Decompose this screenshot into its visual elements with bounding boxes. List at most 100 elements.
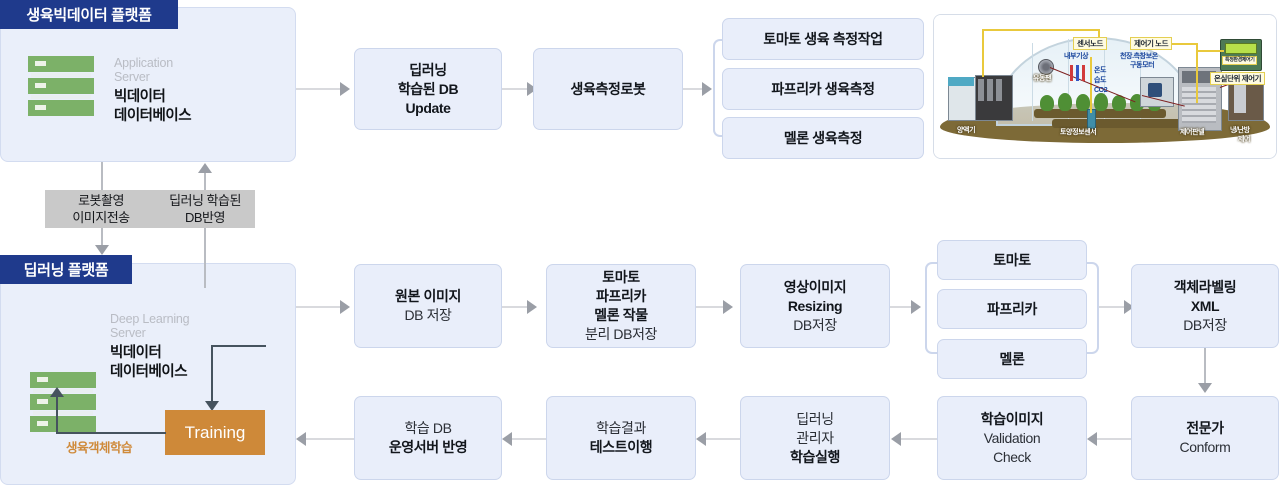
sensor-node-wire-left-down: [982, 29, 984, 77]
resizing-line2: Resizing: [787, 297, 843, 314]
ops-server-apply-box[interactable]: 학습 DB 운영서버 반영: [354, 396, 502, 480]
greenhouse-illustration: 센서노드 제어기 노드 온실단위 제어기 특정환경제어기 내부기상 천장.측창보…: [934, 15, 1276, 158]
melon-crop-label: 멜론: [999, 350, 1025, 367]
server-rack-icon: [28, 56, 94, 116]
object-labeling-xml-box[interactable]: 객체라벨링 XML DB저장: [1131, 264, 1279, 348]
original-image-db-box[interactable]: 원본 이미지 DB 저장: [354, 264, 502, 348]
controller-node-label: 제어기 노드: [1130, 37, 1173, 50]
training-loop-up-line: [56, 396, 58, 433]
nutrient-tank-1: [978, 79, 984, 101]
growth-bigdata-platform-header: 생육빅데이터 플랫폼: [0, 0, 178, 29]
labeling-line2: XML: [1190, 297, 1220, 314]
expert-conform-box[interactable]: 전문가 Conform: [1131, 396, 1279, 480]
hvac-label-line1: 냉/난방: [1230, 127, 1250, 134]
expert-conform-line1: 전문가: [1186, 420, 1224, 436]
controller-node-wire-down: [1196, 43, 1198, 103]
growth-measure-robot-box[interactable]: 생육측정로봇: [533, 48, 683, 130]
training-loop-top-segment: [213, 345, 266, 347]
dl-db-update-line1: 딥러닝: [409, 61, 447, 78]
validation-line3: Check: [993, 448, 1031, 465]
training-loop-down-line: [211, 345, 213, 403]
ops-server-line2: 운영서버 반영: [388, 439, 468, 455]
paprika-crop-label: 파프리카: [987, 300, 1037, 317]
specific-env-controller-label: 특정환경제어기: [1222, 56, 1258, 65]
image-resizing-db-box[interactable]: 영상이미지 Resizing DB저장: [740, 264, 890, 348]
nutrient-machine-top: [948, 77, 974, 86]
humidity-label: 습도: [1094, 77, 1107, 84]
robot-capture-label-line2: 이미지전송: [72, 210, 130, 225]
expert-conform-line2: Conform: [1179, 439, 1231, 455]
training-box[interactable]: Training: [165, 410, 265, 455]
bottom-row-exit-arrow: [296, 432, 306, 446]
nutrient-tank-2: [987, 79, 993, 101]
nutrient-tank-3: [996, 79, 1002, 101]
bottom-row-line-3: [898, 438, 937, 440]
dl-db-update-line2: 학습된 DB: [397, 80, 459, 97]
resizing-line1: 영상이미지: [783, 278, 847, 295]
app-server-title-line1: 빅데이터: [114, 89, 166, 105]
original-image-line2: DB 저장: [404, 307, 452, 323]
top-row-line-1: [502, 88, 530, 90]
deeplearning-db-update-box[interactable]: 딥러닝 학습된 DB Update: [354, 48, 502, 130]
mid-row-arrow-1: [527, 300, 537, 314]
circulation-fan: [1038, 59, 1054, 75]
crop-merge-line: [1099, 306, 1127, 308]
sensor-bar-blue: [1076, 65, 1079, 81]
robot-image-flow-line-lower: [101, 228, 103, 247]
db-reflect-flow-arrow: [198, 163, 212, 173]
crop-branch-right-bracket: [1087, 262, 1099, 354]
bottom-row-exit-line: [303, 438, 354, 440]
mid-row-arrow-3: [911, 300, 921, 314]
dl-server-title-line1: 빅데이터: [110, 345, 162, 361]
paprika-measure-box[interactable]: 파프리카 생육측정: [722, 68, 924, 110]
test-execution-box[interactable]: 학습결과 테스트이행: [546, 396, 696, 480]
greenhouse-unit-controller-screen: [1225, 43, 1257, 54]
dl-server-title-line2: 데이터베이스: [110, 364, 188, 380]
labeling-line1: 객체라벨링: [1173, 278, 1237, 295]
crop-sep-line1: 토마토: [602, 269, 640, 285]
paprika-crop-box[interactable]: 파프리카: [937, 289, 1087, 329]
robot-capture-label-line1: 로봇촬영: [78, 193, 124, 208]
db-reflect-flow-line-lower: [204, 228, 206, 288]
db-reflect-label-line2: DB반영: [185, 210, 225, 225]
dl-server-sublabel: Deep Learning Server 빅데이터 데이터베이스: [110, 312, 285, 382]
control-panel-screen: [1182, 71, 1216, 83]
drive-motor-label: 구동모터: [1130, 62, 1155, 69]
app-server-title-line2: 데이터베이스: [114, 108, 192, 124]
top-row-arrow-2: [702, 82, 712, 96]
circulation-fan-label: 유동팬: [1033, 75, 1052, 82]
control-panel-rows: [1182, 87, 1216, 123]
sensor-node-wire-top: [1098, 29, 1100, 43]
tomato-crop-box[interactable]: 토마토: [937, 240, 1087, 280]
co2-label: CO2: [1094, 87, 1108, 94]
melon-measure-label: 멜론 생육측정: [783, 129, 863, 146]
bottom-row-line-4: [1094, 438, 1131, 440]
greenhouse-rib-3: [1104, 39, 1105, 121]
robot-image-flow-line: [101, 162, 103, 190]
app-server-sub-line2: Server: [114, 70, 150, 84]
crop-plant-1: [1040, 95, 1054, 111]
db-reflect-label-line1: 딥러닝 학습된: [169, 193, 241, 208]
robot-image-flow-arrow: [95, 245, 109, 255]
tomato-measure-task-box[interactable]: 토마토 생육 측정작업: [722, 18, 924, 60]
top-row-arrow-1: [527, 82, 537, 96]
db-reflect-flow-label: 딥러닝 학습된 DB반영: [155, 190, 255, 228]
measure-branch-bracket: [713, 39, 725, 137]
labeling-to-expert-line: [1204, 348, 1206, 385]
ops-server-line1: 학습 DB: [404, 420, 452, 436]
melon-measure-box[interactable]: 멜론 생육측정: [722, 117, 924, 159]
top-row-entry-line: [296, 88, 342, 90]
training-loop-down-arrow: [205, 401, 219, 411]
crop-sep-line4: 분리 DB저장: [584, 326, 658, 342]
crop-separation-db-box[interactable]: 토마토 파프리카 멜론 작물 분리 DB저장: [546, 264, 696, 348]
deeplearning-manager-box[interactable]: 딥러닝 관리자 학습실행: [740, 396, 890, 480]
nutrient-machine-label: 양액기: [957, 127, 976, 134]
validation-check-box[interactable]: 학습이미지 Validation Check: [937, 396, 1087, 480]
dl-db-update-line3: Update: [405, 99, 451, 116]
crop-plant-3: [1076, 94, 1090, 111]
melon-crop-box[interactable]: 멜론: [937, 339, 1087, 379]
training-loop-up-arrow: [50, 387, 64, 397]
greenhouse-illustration-panel: 센서노드 제어기 노드 온실단위 제어기 특정환경제어기 내부기상 천장.측창보…: [933, 14, 1277, 159]
sensor-bar-red: [1070, 65, 1073, 81]
mid-row-arrow-2: [723, 300, 733, 314]
